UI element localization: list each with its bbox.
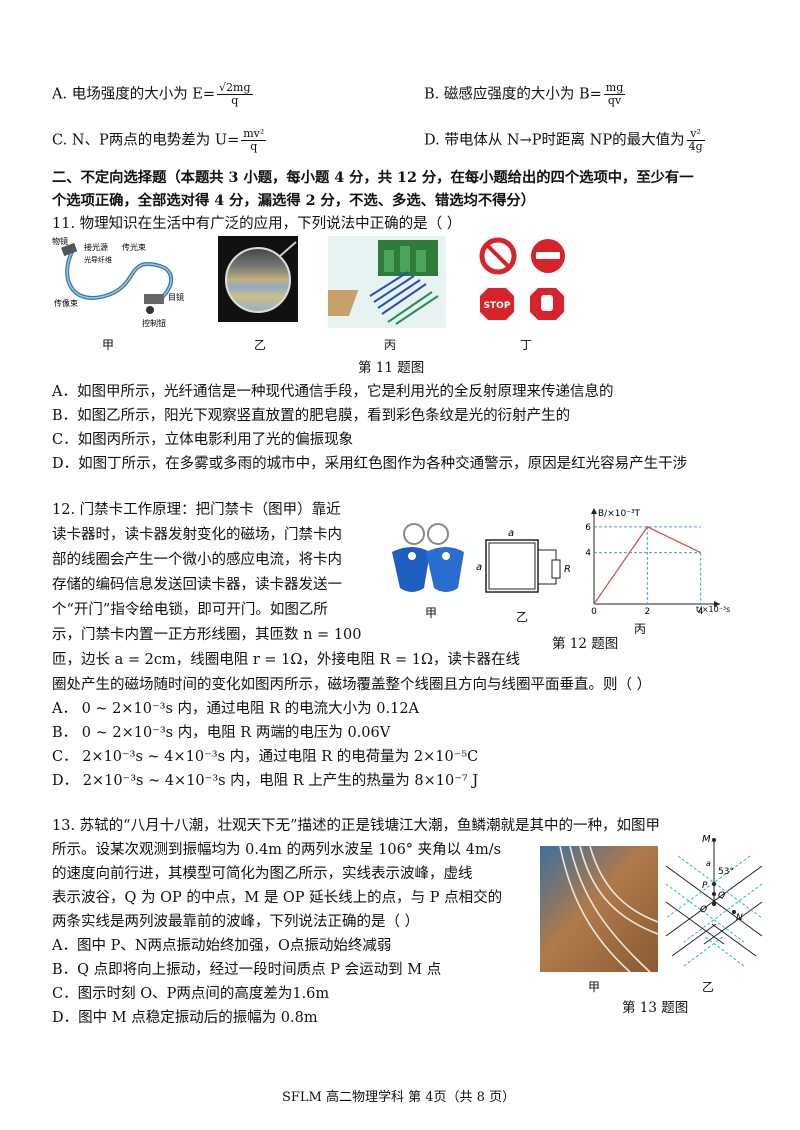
3d-movie-figure [328,236,446,328]
stop-sign-icon [480,288,514,320]
fig-label-ding: 丁 [520,338,533,352]
q11-option-c: C．如图丙所示，立体电影利用了光的偏振现象 [52,432,354,448]
q12-option-c: C． 2×10⁻³s ~ 4×10⁻³s 内，通过电阻 R 的电荷量为 2×10… [52,749,479,765]
fraction-num: mg [603,81,626,95]
section-heading-line2: 个选项正确，全部选对得 4 分，漏选得 2 分，不选、多选、错选均不得分） [52,193,536,209]
q13-option-a: A．图中 P、N两点振动始终加强，O点振动始终减弱 [52,938,392,954]
point-m-label: M [702,834,711,845]
label-image-bundle: 传像束 [54,298,78,308]
y-axis-label: B/×10⁻³T [598,509,641,519]
fraction-den: qv [607,94,622,107]
point-q-label: Q [718,891,725,901]
q12-line: 部的线圈会产生一个微小的感应电流，将卡内 [52,552,342,568]
q12-line: 存储的编码信息发送回读卡器，读卡器发送一 [52,577,342,593]
fraction-num: mv² [241,127,267,141]
q11-option-b: B．如图乙所示，阳光下观察竖直放置的肥皂膜，看到彩色条纹是光的衍射产生的 [52,408,571,424]
section-heading-line1: 二、不定向选择题（本题共 3 小题，每小题 4 分，共 12 分，在每小题给出的… [52,170,694,186]
label-eyepiece: 目镜 [168,292,184,302]
q11-option-a: A．如图甲所示，光纤通信是一种现代通信手段，它是利用光的全反射原理来传递信息的 [52,384,614,400]
q13-line: 所示。设某次观测到振幅均为 0.4m 的两列水波呈 106° 夹角以 4m/s [52,842,502,858]
q12-line: 匝，边长 a = 2cm，线圈电阻 r = 1Ω，外接电阻 R = 1Ω，读卡器… [52,652,521,668]
fig-label-yi: 乙 [254,338,267,352]
q12-line: 示，门禁卡内置一正方形线圈，其匝数 n = 100 [52,627,362,643]
point-o-label: O [700,905,707,915]
resistor-label: R [564,564,571,575]
fiber-optic-figure: 物镜 接光源 传光束 光导纤维 传像束 目镜 控制钮 [52,236,184,328]
fraction-den: q [231,94,239,107]
q12-line: 12. 门禁卡工作原理：把门禁卡（图甲）靠近 [52,502,341,518]
label-fiber: 光导纤维 [84,255,112,264]
y-tick-label: 4 [585,549,591,559]
q12-line: 读卡器时，读卡器发射变化的磁场，门禁卡内 [52,527,342,543]
q11-stem: 11. 物理知识在生活中有广泛的应用，下列说法中正确的是（ ） [52,216,462,232]
fig-label-bing: 丙 [384,338,397,352]
q13-caption: 第 13 题图 [622,1000,689,1016]
q12-option-b: B． 0 ~ 2×10⁻³s 内，电阻 R 两端的电压为 0.06V [52,725,391,741]
q13-option-b: B．Q 点即将向上振动，经过一段时间质点 P 会运动到 M 点 [52,962,442,978]
x-tick-label: 2 [644,607,650,617]
coil-side-label: a [508,528,514,539]
point-p-label: P [702,881,708,891]
label-light-bundle: 传光束 [122,242,146,252]
fig-label-jia: 甲 [102,338,115,352]
x-tick-label: 4 [698,607,704,617]
soap-film-figure [218,236,298,322]
q12-line: 个“开门”指令给电锁，即可开门。如图乙所 [52,602,328,618]
key-fob-figure [392,523,464,592]
option-text: A. 电场强度的大小为 E= [52,86,216,103]
q13-line: 13. 苏轼的“八月十八潮，壮观天下无”描述的正是钱塘江大潮，鱼鳞潮就是其中的一… [52,818,660,834]
traffic-signs-figure: STOP [479,237,565,320]
fraction-den: 4g [688,140,703,153]
q13-fig-label-yi: 乙 [702,980,715,994]
option-text: B. 磁感应强度的大小为 B= [424,86,602,103]
q11-caption: 第 11 题图 [358,360,425,376]
q13-option-d: D．图中 M 点稳定振动后的振幅为 0.8m [52,1010,318,1026]
q12-line: 圈处产生的磁场随时间的变化如图丙所示，磁场覆盖整个线圈且方向与线圈平面垂直。则（… [52,677,652,693]
q11-option-d: D．如图丁所示，在多雾或多雨的城市中，采用红色图作为各种交通警示，原因是红光容易… [52,456,688,472]
y-tick-label: 6 [585,523,591,533]
fraction-num: v² [686,128,705,141]
coil-side-label: a [476,562,482,573]
q13-option-c: C．图示时刻 O、P两点间的高度差为1.6m [52,986,330,1002]
angle-a-label: a [706,859,711,868]
q13-fig-label-jia: 甲 [588,980,601,994]
label-control-knob: 控制钮 [142,318,166,328]
q12-fig-label-yi: 乙 [516,610,529,624]
stop-sign-text: STOP [484,301,511,311]
q12-option-d: D． 2×10⁻³s ~ 4×10⁻³s 内，电阻 R 上产生的热量为 8×10… [52,773,479,789]
q12-option-a: A． 0 ~ 2×10⁻³s 内，通过电阻 R 的电流大小为 0.12A [52,701,420,717]
fraction-num: √2mg [217,81,253,95]
q12-fig-label-jia: 甲 [425,606,438,620]
tide-photo-figure [540,846,658,972]
q12-fig-label-bing: 丙 [634,622,647,636]
label-objective: 物镜 [52,236,68,246]
option-text: D. 带电体从 N→P时距离 NP的最大值为 [424,132,685,149]
x-tick-label: 0 [591,607,597,617]
page-footer: SFLM 高二物理学科 第 4页（共 8 页） [282,1090,516,1105]
angle-value-label: 53° [718,867,734,877]
point-n-label: N [736,913,743,923]
b-t-graph: B/×10⁻³T t/×10⁻³s 6 4 0 2 4 [585,508,730,617]
label-light-source: 接光源 [84,242,108,252]
square-coil-figure: a a R [476,528,571,593]
fraction-den: q [250,140,258,153]
q13-line: 的速度向前行进，其模型可简化为图乙所示，实线表示波峰，虚线 [52,866,473,882]
q13-line: 两条实线是两列波最靠前的波峰，下列说法正确的是（ ） [52,914,420,930]
x-axis-label: t/×10⁻³s [696,605,730,614]
option-text: C. N、P两点的电势差为 U= [52,132,240,149]
q13-line: 表示波谷，Q 为 OP 的中点，M 是 OP 延长线上的点，与 P 点相交的 [52,890,503,906]
b-field-series-line [593,526,701,605]
q12-caption: 第 12 题图 [552,636,619,652]
wave-interference-figure: M a 53° P Q O N [665,834,763,967]
